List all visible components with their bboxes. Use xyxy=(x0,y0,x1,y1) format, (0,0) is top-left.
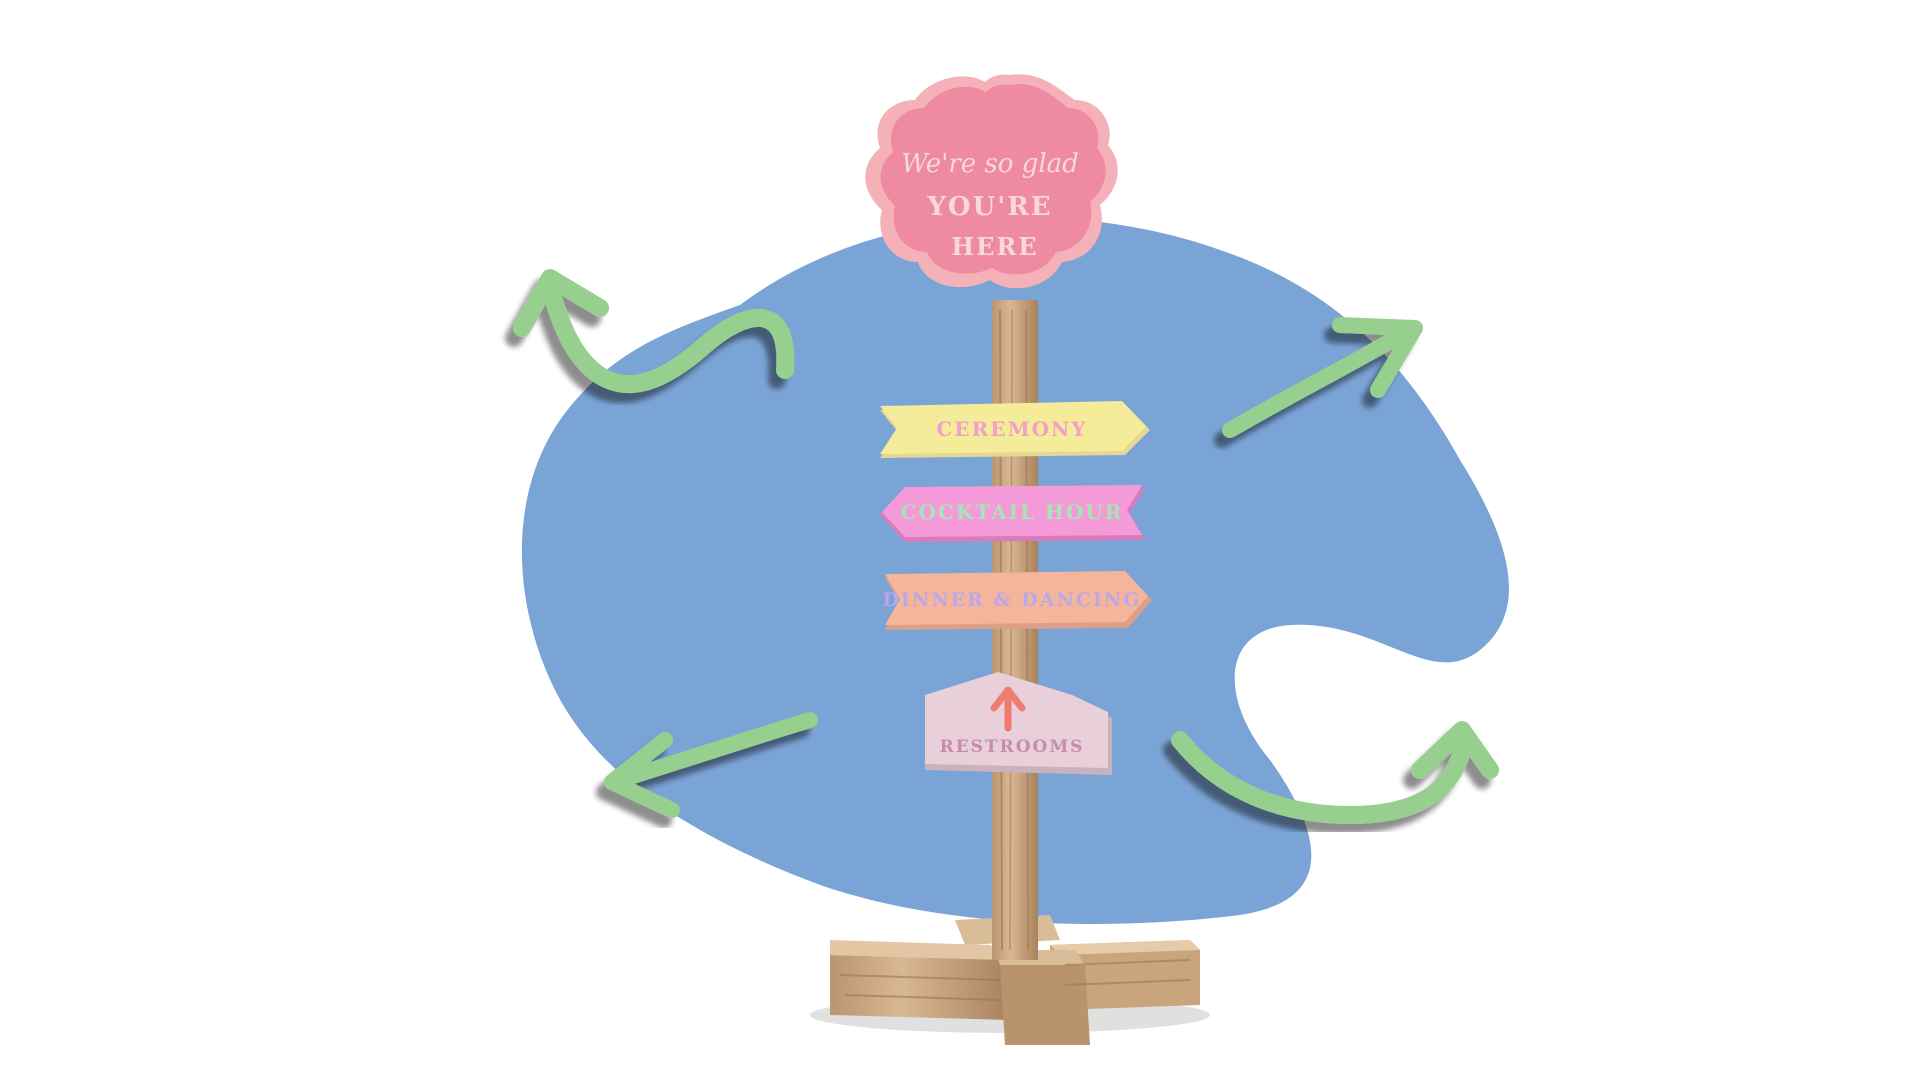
welcome-line-3: HERE xyxy=(951,232,1038,261)
welcome-sign: We're so glad YOU'RE HERE xyxy=(865,74,1118,289)
welcome-line-1: We're so glad xyxy=(901,149,1079,179)
curvy-arrow-up-left-icon xyxy=(513,269,795,394)
dinner-dancing-label: DINNER & DANCING xyxy=(883,589,1142,611)
signpost-pole xyxy=(992,300,1038,960)
restrooms-sign: RESTROOMS xyxy=(925,672,1112,775)
up-arrow-icon xyxy=(990,686,1026,732)
restrooms-label: RESTROOMS xyxy=(940,737,1085,757)
arrow-down-left-icon xyxy=(604,712,818,818)
curvy-arrow-up-right-icon xyxy=(1171,721,1499,825)
ceremony-label: CEREMONY xyxy=(936,417,1087,441)
cocktail-hour-label: COCKTAIL HOUR xyxy=(901,500,1124,524)
dinner-dancing-sign: DINNER & DANCING xyxy=(883,571,1152,630)
ceremony-sign: CEREMONY xyxy=(880,401,1150,458)
arrow-up-right-icon xyxy=(1222,317,1423,438)
cocktail-hour-sign: COCKTAIL HOUR xyxy=(880,485,1145,542)
welcome-line-2: YOU'RE xyxy=(926,192,1052,222)
